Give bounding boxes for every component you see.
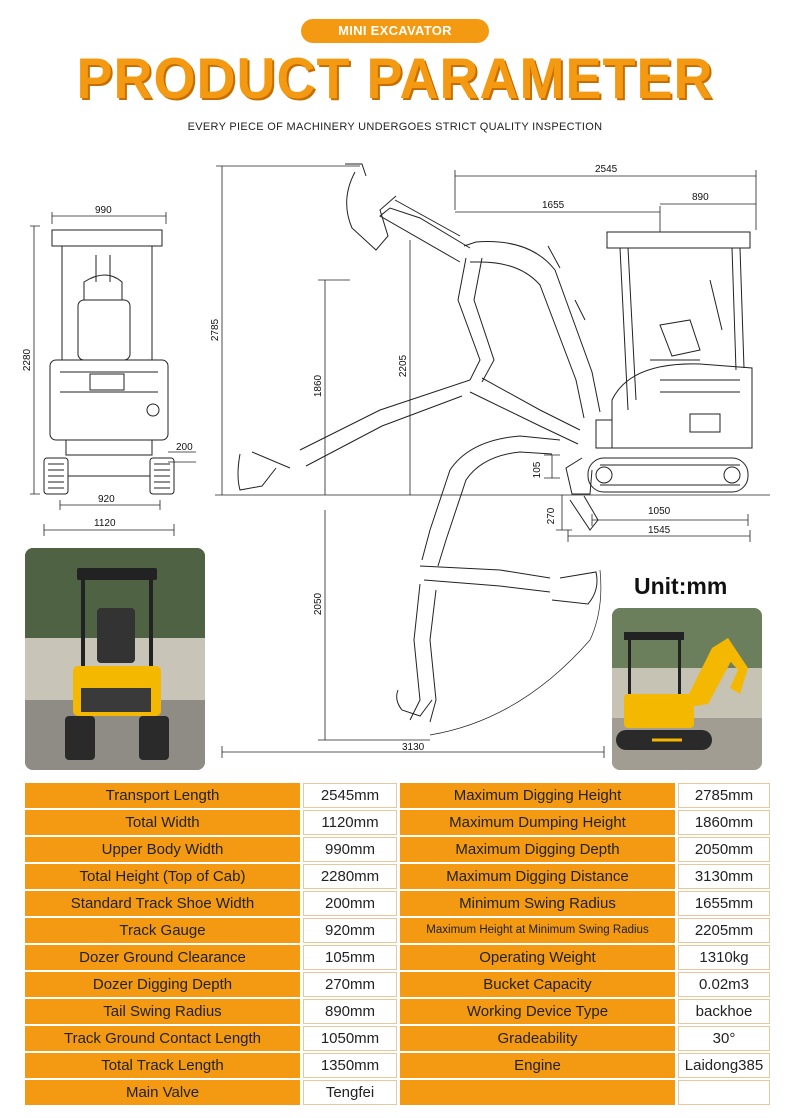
spec-value: 920mm — [303, 918, 397, 943]
spec-label: Main Valve — [25, 1080, 300, 1105]
dim-shoe: 200 — [176, 442, 193, 453]
dim-blade-depth: 270 — [546, 507, 557, 524]
spec-value: backhoe — [678, 999, 770, 1024]
spec-value: 990mm — [303, 837, 397, 862]
spec-value: 3130mm — [678, 864, 770, 889]
side-photo — [612, 608, 762, 770]
spec-label: Maximum Digging Height — [400, 783, 675, 808]
dim-track-total: 1545 — [648, 525, 671, 536]
spec-value: 2205mm — [678, 918, 770, 943]
spec-value: 1120mm — [303, 810, 397, 835]
page-subtitle: EVERY PIECE OF MACHINERY UNDERGOES STRIC… — [187, 121, 603, 133]
spec-value: 1350mm — [303, 1053, 397, 1078]
spec-label: Dozer Ground Clearance — [25, 945, 300, 970]
spec-label: Engine — [400, 1053, 675, 1078]
dim-height: 2280 — [22, 348, 33, 371]
spec-label: Total Width — [25, 810, 300, 835]
dim-blade-clear: 105 — [532, 461, 543, 478]
spec-label: Track Gauge — [25, 918, 300, 943]
dim-reach: 3130 — [402, 742, 425, 753]
spec-label: Standard Track Shoe Width — [25, 891, 300, 916]
unit-label: Unit:mm — [634, 573, 728, 599]
spec-value: 0.02m3 — [678, 972, 770, 997]
side-view-drawing — [237, 163, 753, 736]
spec-value: 270mm — [303, 972, 397, 997]
spec-label — [400, 1080, 675, 1105]
spec-label: Total Track Length — [25, 1053, 300, 1078]
dim-tail: 890 — [692, 192, 709, 203]
spec-label: Tail Swing Radius — [25, 999, 300, 1024]
spec-label: Transport Length — [25, 783, 300, 808]
dim-width-total: 1120 — [94, 518, 116, 529]
spec-value: 2050mm — [678, 837, 770, 862]
spec-value: Tengfei — [303, 1080, 397, 1105]
spec-label: Maximum Dumping Height — [400, 810, 675, 835]
spec-value: 2280mm — [303, 864, 397, 889]
front-view-drawing — [43, 229, 175, 495]
spec-label: Upper Body Width — [25, 837, 300, 862]
dim-total-length: 2545 — [595, 164, 618, 175]
spec-label: Total Height (Top of Cab) — [25, 864, 300, 889]
spec-label: Bucket Capacity — [400, 972, 675, 997]
dimension-diagram: 990 2280 200 920 1120 2785 2545 1655 890… — [22, 163, 770, 758]
spec-value: 200mm — [303, 891, 397, 916]
spec-label: Working Device Type — [400, 999, 675, 1024]
spec-value: Laidong385 — [678, 1053, 770, 1078]
spec-label: Operating Weight — [400, 945, 675, 970]
dim-dig-depth: 2050 — [313, 592, 324, 615]
spec-value: 2785mm — [678, 783, 770, 808]
dim-swing-radius: 1655 — [542, 200, 565, 211]
spec-value: 1860mm — [678, 810, 770, 835]
dim-gauge: 920 — [98, 494, 115, 505]
spec-value: 105mm — [303, 945, 397, 970]
dim-max-height: 2785 — [210, 318, 221, 341]
spec-label: Gradeability — [400, 1026, 675, 1051]
spec-value: 2545mm — [303, 783, 397, 808]
dim-width-top: 990 — [95, 205, 112, 216]
dim-dump-height: 1860 — [313, 374, 324, 397]
category-badge: MINI EXCAVATOR — [301, 19, 489, 43]
dim-track-contact: 1050 — [648, 506, 671, 517]
spec-value — [678, 1080, 770, 1105]
spec-label: Maximum Digging Depth — [400, 837, 675, 862]
spec-label: Maximum Digging Distance — [400, 864, 675, 889]
dim-height-at-swing: 2205 — [398, 354, 409, 377]
spec-label: Minimum Swing Radius — [400, 891, 675, 916]
spec-value: 1310kg — [678, 945, 770, 970]
rear-photo — [25, 548, 205, 770]
spec-value: 30° — [678, 1026, 770, 1051]
spec-value: 1655mm — [678, 891, 770, 916]
spec-label: Maximum Height at Minimum Swing Radius — [400, 918, 675, 943]
spec-label: Dozer Digging Depth — [25, 972, 300, 997]
spec-label: Track Ground Contact Length — [25, 1026, 300, 1051]
page-title: PRODUCT PARAMETER — [76, 47, 714, 111]
spec-value: 890mm — [303, 999, 397, 1024]
spec-value: 1050mm — [303, 1026, 397, 1051]
